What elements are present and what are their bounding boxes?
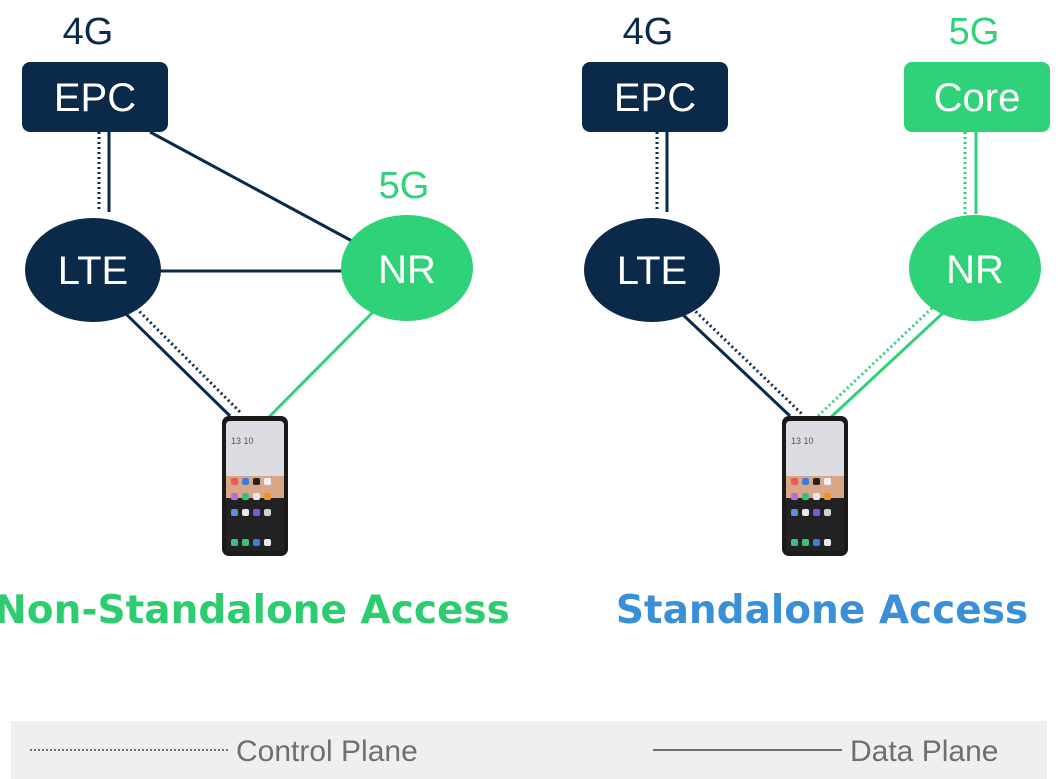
legend: Control Plane Data Plane [11, 721, 1047, 779]
sa-epc-label: EPC [614, 76, 696, 120]
nsa-nr-node: NR [341, 215, 473, 321]
sa-phone-image: 13 10 [782, 416, 848, 556]
nsa-5g-label: 5G [379, 165, 430, 207]
nsa-nr-label: NR [378, 248, 436, 292]
sa-links [655, 132, 978, 420]
sa-5g-label: 5G [949, 11, 1000, 53]
sa-nr-label: NR [946, 248, 1004, 292]
data-plane-label: Data Plane [850, 735, 998, 768]
nsa-epc-nr-data-line [149, 130, 353, 243]
sa-lte-phone-data-line [678, 310, 792, 418]
sa-nr-phone-control-line [816, 306, 934, 418]
nsa-phone-image: 13 10 [222, 416, 288, 556]
nsa-lte-node: LTE [25, 218, 161, 322]
nsa-epc-label: EPC [54, 76, 136, 120]
nsa-nr-phone-data-line [266, 307, 378, 420]
sa-lte-label: LTE [617, 249, 687, 293]
sa-nr-node: NR [909, 215, 1041, 321]
sa-core-node: Core [904, 62, 1050, 132]
sa-nr-phone-data-line [828, 310, 946, 420]
nsa-lte-phone-control-line [134, 306, 244, 416]
sa-4g-label: 4G [623, 11, 674, 53]
sa-lte-node: LTE [584, 218, 720, 322]
control-plane-label: Control Plane [236, 735, 418, 768]
nsa-phone-clock: 13 10 [231, 436, 254, 446]
nsa-4g-label: 4G [63, 11, 114, 53]
nsa-lte-label: LTE [58, 249, 128, 293]
sa-lte-phone-control-line [690, 306, 804, 416]
nsa-diagram: 4G 5G EPC LTE NR 13 10 [0, 11, 510, 633]
nsa-links [97, 130, 378, 420]
nsa-title: Non-Standalone Access [0, 588, 510, 633]
sa-title: Standalone Access [616, 588, 1028, 633]
sa-core-label: Core [934, 76, 1021, 120]
sa-diagram: 4G 5G EPC Core LTE NR 13 10 [582, 11, 1050, 633]
nsa-epc-node: EPC [22, 62, 168, 132]
sa-phone-clock: 13 10 [791, 436, 814, 446]
nsa-lte-phone-data-line [122, 310, 232, 418]
sa-epc-node: EPC [582, 62, 728, 132]
